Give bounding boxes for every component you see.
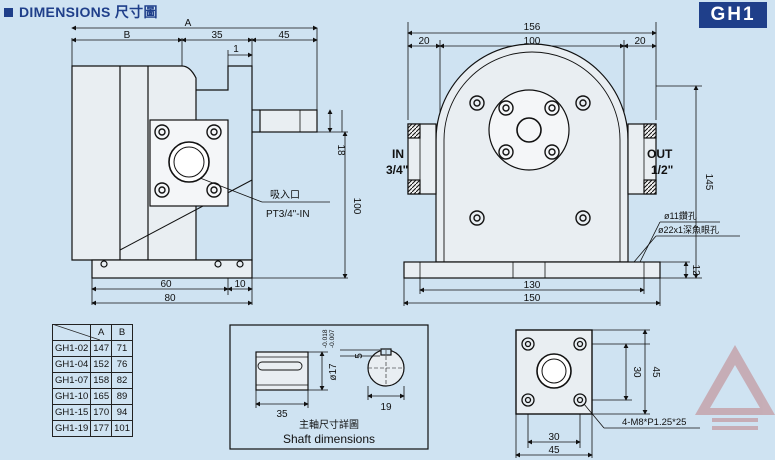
dim-20-left: 20: [418, 36, 430, 47]
flange-dim-30-h: 30: [548, 432, 560, 443]
table-cell-model: GH1-02: [51, 340, 92, 357]
table-cell-b: 101: [111, 420, 133, 437]
dim-35: 35: [211, 30, 223, 41]
table-cell-model: GH1-04: [51, 356, 92, 373]
table-cell-b: 89: [111, 388, 133, 405]
table-cell-a: 147: [90, 340, 113, 357]
front-view-labels: 156 20 100 20 IN 3/4" OUT 1/2" 145 ø11鑽孔…: [386, 22, 719, 304]
flange-dim-45-v: 45: [650, 366, 661, 378]
dim-12: 12: [690, 264, 701, 276]
shaft-labels: -0.018 -0.007 ø17 5 35 19 主軸尺寸詳圖 Shaft d…: [276, 329, 392, 446]
out-label: OUT: [647, 147, 673, 161]
dim-60: 60: [160, 279, 172, 290]
side-view: [71, 25, 348, 306]
table-cell-model: GH1-07: [51, 372, 92, 389]
dim-130: 130: [524, 280, 541, 291]
header-title: DIMENSIONS 尺寸圖: [19, 4, 158, 20]
table-header-model: [51, 324, 92, 341]
shaft-dim-19: 19: [380, 402, 392, 413]
dim-10: 10: [234, 279, 246, 290]
dim-b: B: [124, 30, 131, 41]
dim-100-front: 100: [524, 36, 541, 47]
table-cell-model: GH1-19: [51, 420, 92, 437]
table-row: GH1-04 152 76: [51, 356, 133, 373]
header: DIMENSIONS 尺寸圖: [4, 2, 158, 22]
dim-100: 100: [351, 198, 362, 215]
in-size: 3/4": [386, 163, 408, 177]
shaft-title-en: Shaft dimensions: [283, 432, 375, 446]
table-cell-a: 170: [90, 404, 113, 421]
inlet-label: PT3/4"-IN: [266, 209, 310, 220]
table-cell-b: 76: [111, 356, 133, 373]
model-badge: GH1: [699, 2, 767, 28]
table-cell-model: GH1-15: [51, 404, 92, 421]
bolt-note: 4-M8*P1.25*25: [622, 417, 686, 428]
out-size: 1/2": [651, 163, 673, 177]
front-view: [403, 22, 740, 306]
flange-detail: [515, 329, 700, 458]
table-row: GH1-02 147 71: [51, 340, 133, 357]
table-row: GH1-07 158 82: [51, 372, 133, 389]
dim-1: 1: [233, 44, 239, 55]
table-row: GH1-15 170 94: [51, 404, 133, 421]
table-cell-a: 158: [90, 372, 113, 389]
dim-156: 156: [524, 22, 541, 33]
shaft-dim-35: 35: [276, 409, 288, 420]
shaft-title-cn: 主軸尺寸詳圖: [299, 418, 359, 431]
table-row: GH1-19 177 101: [51, 420, 133, 437]
watermark-logo: [695, 345, 775, 430]
dim-45: 45: [278, 30, 290, 41]
side-view-labels: A B 35 45 1 18 100 60 10 80 吸入口 PT3/4"-I…: [124, 18, 362, 304]
dim-a: A: [185, 18, 192, 29]
flange-labels: 30 45 30 45 4-M8*P1.25*25: [548, 366, 686, 456]
shaft-tol-1: -0.018: [322, 329, 329, 348]
shaft-dia: ø17: [328, 363, 339, 381]
model-table: A B GH1-02 147 71 GH1-04 152 76 GH1-07 1…: [51, 324, 133, 437]
header-square-icon: [4, 7, 13, 17]
hole-note-2: ø22x1深魚眼孔: [658, 224, 719, 235]
dim-20-right: 20: [634, 36, 646, 47]
table-cell-model: GH1-10: [51, 388, 92, 405]
table-cell-b: 82: [111, 372, 133, 389]
table-header-a: A: [90, 324, 113, 341]
table-header-b: B: [111, 324, 133, 341]
shaft-dim-5: 5: [354, 353, 365, 359]
hole-note-1: ø11鑽孔: [664, 210, 697, 221]
dim-80: 80: [164, 293, 176, 304]
table-cell-a: 152: [90, 356, 113, 373]
table-cell-b: 94: [111, 404, 133, 421]
dim-18: 18: [335, 144, 346, 156]
table-cell-a: 165: [90, 388, 113, 405]
table-header-row: A B: [51, 324, 133, 341]
flange-dim-30-v: 30: [631, 366, 642, 378]
inlet-label-cn: 吸入口: [270, 190, 300, 201]
table-row: GH1-10 165 89: [51, 388, 133, 405]
table-cell-a: 177: [90, 420, 113, 437]
shaft-tol-2: -0.007: [329, 329, 336, 348]
flange-dim-45-h: 45: [548, 445, 560, 456]
dim-150: 150: [524, 293, 541, 304]
shaft-detail: [229, 324, 429, 450]
table-cell-b: 71: [111, 340, 133, 357]
dim-145: 145: [703, 174, 714, 191]
in-label: IN: [392, 147, 404, 161]
